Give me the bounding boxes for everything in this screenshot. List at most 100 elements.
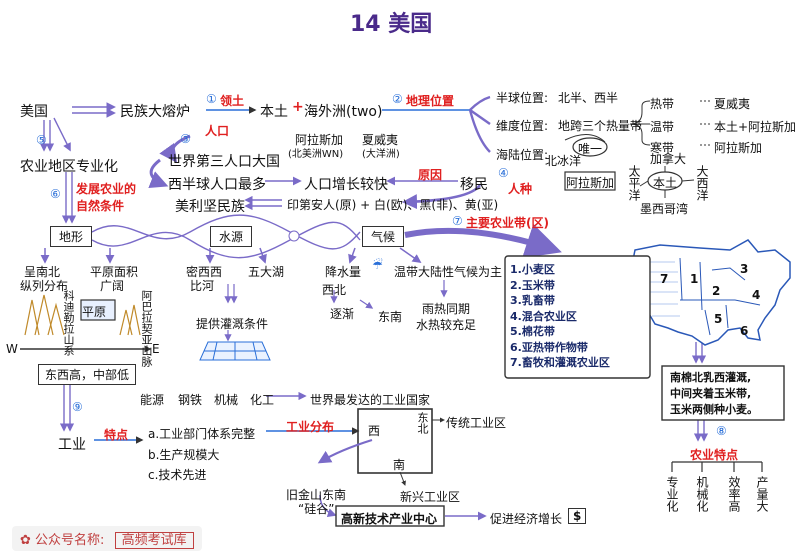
ethnic-groups: 印第安人(原) + 白(欧)、黑(非)、黄(亚): [287, 198, 499, 212]
sf-label: 旧金山东南: [286, 488, 347, 502]
high-low-box: 东西高，中部低: [38, 364, 137, 385]
belt-item: 5.棉花带: [510, 325, 555, 338]
res-energy: 能源: [140, 393, 165, 407]
zone-frigid: 寒带: [650, 141, 675, 155]
wechat-icon: ✿: [20, 533, 31, 548]
melting-pot-label: 民族大熔炉: [120, 104, 190, 120]
mainland-label: 本土: [653, 176, 678, 190]
mountains-right: [119, 304, 141, 336]
geo-tag: 地理位置: [406, 94, 455, 108]
canada-label: 加拿大: [650, 152, 687, 166]
terrain-n2: 纵列分布: [20, 279, 69, 293]
alaska-note: (北美洲WN): [288, 149, 344, 160]
zone-tropical-place: 夏威夷: [714, 97, 751, 111]
footer-watermark: ✿ 公众号名称: 高频考试库: [12, 526, 202, 551]
west-most: 西半球人口最多: [168, 177, 266, 193]
belts-list: 1.小麦区 2.玉米带 3.乳畜带 4.混合农业区 5.棉花带 6.亚热带作物带…: [510, 262, 610, 371]
plus-sign: +: [292, 99, 304, 115]
hemi-value: 北半、西半: [558, 91, 619, 105]
res-steel: 钢铁: [178, 393, 203, 407]
irrigation-label: 提供灌溉条件: [196, 317, 269, 331]
belt-item: 7.畜牧和灌溉农业区: [510, 356, 610, 369]
industry-map-box: [357, 408, 433, 474]
irrigation-grid: [199, 341, 271, 361]
dollar-icon: $: [568, 508, 587, 524]
arrow-usa-meltingpot: [72, 102, 116, 118]
feature-b: b.生产规模大: [148, 448, 220, 462]
territory-label: 本土: [260, 104, 288, 120]
lakes-label: 五大湖: [248, 265, 285, 279]
distribution-tag: 工业分布: [286, 420, 335, 434]
plain-label: 平原: [82, 305, 107, 319]
geo-fan-lines: [468, 95, 491, 153]
new-industrial-area: 新兴工业区: [400, 490, 461, 504]
alaska-box: 阿拉斯加: [566, 176, 615, 190]
belt-item: 2.玉米带: [510, 278, 555, 292]
page-title: 14 美国: [350, 12, 433, 37]
lat-label: 维度位置:: [496, 119, 549, 133]
zone-tropical: 热带: [650, 97, 675, 111]
map-num-7: 7: [660, 272, 669, 286]
territory-tag: 领土: [220, 94, 245, 108]
crops-line-2: 中间夹着玉米带,: [670, 387, 752, 400]
population-tag: 人口: [205, 124, 230, 138]
feature-c: c.技术先进: [148, 468, 207, 482]
num-1: ①: [206, 92, 217, 106]
belts-scroll: [504, 255, 651, 379]
mountains-left: [24, 294, 65, 336]
crops-line-1: 南棉北乳西灌溉,: [670, 371, 752, 384]
num-8: ⑧: [716, 424, 727, 438]
west-region: 西: [368, 424, 381, 438]
cond-arrows: [40, 247, 422, 264]
lat-value: 地跨三个热量带: [558, 119, 643, 133]
plain-n2: 广阔: [100, 279, 125, 293]
rocky-label: 科迪勒拉山系: [62, 290, 75, 356]
terrain-n1: 呈南北: [24, 265, 61, 279]
climate-box: 气候: [362, 226, 405, 247]
precip-dir: 逐渐: [330, 307, 355, 321]
map-num-2: 2: [712, 284, 721, 298]
precip-west: 西北: [322, 283, 347, 297]
plain-box: [80, 299, 116, 321]
num-4: ④: [498, 166, 509, 180]
wechat-label: 公众号名称:: [35, 533, 105, 548]
feat-1: 专业化: [665, 476, 679, 512]
race-tag: 人种: [508, 182, 533, 196]
res-machinery: 机械: [214, 393, 239, 407]
map-num-4: 4: [752, 288, 761, 302]
arctic-label: 北冰洋: [545, 154, 582, 168]
zone-brace: [629, 100, 712, 146]
west-label: W: [6, 342, 18, 356]
diverse-nation: 美利坚民族: [175, 199, 245, 215]
pacific-label: 太平洋: [627, 165, 641, 201]
precip-east: 东南: [378, 310, 403, 324]
immigrants: 移民: [460, 177, 488, 193]
crops-text: 南棉北乳西灌溉, 中间夹着玉米带, 玉米两侧种小麦。: [670, 370, 758, 418]
map-num-6: 6: [740, 324, 749, 338]
num-6: ⑥: [50, 187, 61, 201]
belt-item: 6.亚热带作物带: [510, 340, 588, 354]
east-label: E: [152, 342, 160, 356]
third-pop: 世界第三人口大国: [168, 154, 280, 170]
feature-brace: [671, 461, 763, 472]
zone-temperate-place: 本土+阿拉斯加: [714, 120, 797, 134]
map-num-3: 3: [740, 262, 749, 276]
num-3: ③: [180, 132, 191, 146]
overseas-label: 海外洲(two): [304, 104, 383, 120]
economic-growth: 促进经济增长: [490, 512, 563, 526]
industry-feature-tag: 特点: [104, 428, 129, 442]
usa-map: [631, 239, 791, 346]
agri-spec: 农业地区专业化: [20, 159, 118, 175]
continental-label: 温带大陆性气候为主: [394, 265, 503, 279]
num-5: ⑤: [36, 133, 47, 147]
miss-n2: 比河: [190, 279, 215, 293]
arrow-to-industry: [59, 385, 75, 432]
atlantic-label: 大西洋: [695, 165, 709, 201]
south-region: 南: [393, 458, 406, 472]
map-num-5: 5: [714, 312, 723, 326]
usa-label: 美国: [20, 104, 48, 120]
pop-growth: 人口增长较快: [304, 177, 388, 193]
crops-line-3: 玉米两侧种小麦。: [670, 403, 758, 416]
industry-label: 工业: [58, 437, 86, 453]
belts-tag: 主要农业带(区): [466, 216, 549, 230]
